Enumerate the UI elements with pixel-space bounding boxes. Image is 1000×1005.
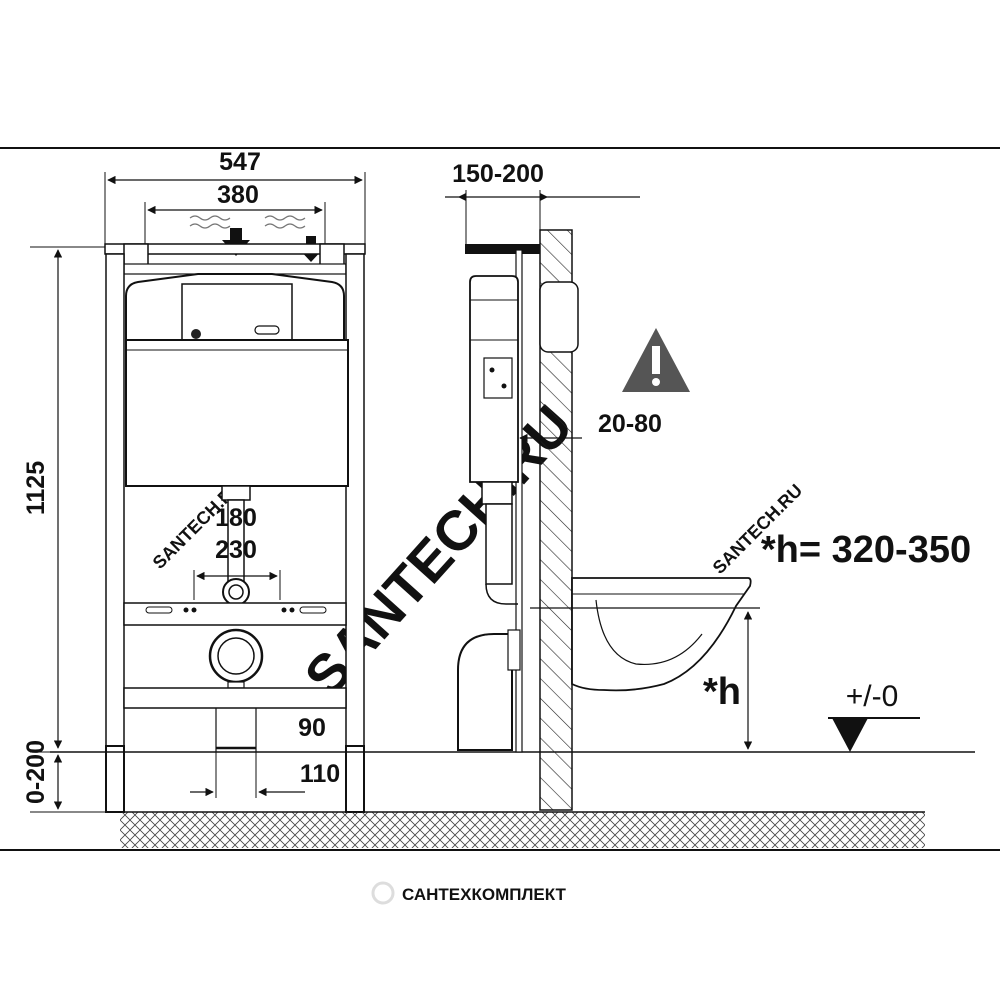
subfloor-hatch	[120, 812, 925, 848]
bowl-mount-bar	[123, 602, 347, 626]
water-inlet-right-icon	[264, 215, 324, 262]
frame-right-leg	[345, 745, 365, 813]
cistern-body	[125, 339, 349, 487]
frame-left-leg	[105, 745, 125, 813]
side-view: 150-200 20-80	[445, 160, 971, 811]
dim-frame-height: 1125	[22, 461, 50, 515]
seat-height-note: *h= 320-350	[761, 529, 971, 571]
dim-drain-110: 110	[300, 760, 340, 788]
frame-side-post	[515, 249, 523, 753]
frame-right-post	[345, 253, 365, 753]
dim-tank-width: 380	[217, 181, 259, 209]
dim-outlet-180: 180	[215, 504, 257, 532]
dim-h-marker: *h	[703, 671, 741, 713]
dim-drain-90: 90	[298, 714, 326, 742]
dim-outlet-230: 230	[215, 536, 257, 564]
dim-wall-gap: 20-80	[598, 410, 662, 438]
floor-level-triangle-icon	[832, 718, 868, 752]
dim-frame-width: 547	[219, 148, 261, 176]
flush-plate-side	[539, 281, 579, 353]
footer-watermark: САНТЕХКОМПЛЕКТ	[371, 881, 567, 905]
toilet-bowl-side	[571, 577, 752, 692]
floor-level-label: +/-0	[846, 680, 899, 713]
dim-wall-offset: 150-200	[452, 160, 544, 188]
santechkomplekt-logo-icon	[371, 881, 395, 905]
front-view: 547 380 1125 0-200	[22, 148, 366, 813]
drain-bend-side	[457, 633, 513, 751]
frame-left-post	[105, 253, 125, 753]
frame-top-rail	[104, 243, 366, 255]
frame-side-top	[465, 244, 540, 254]
footer-watermark-text: САНТЕХКОМПЛЕКТ	[402, 885, 567, 904]
water-inlet-left-icon	[189, 215, 250, 256]
warning-triangle-icon	[622, 328, 690, 392]
dim-leg-adjust: 0-200	[22, 740, 50, 804]
